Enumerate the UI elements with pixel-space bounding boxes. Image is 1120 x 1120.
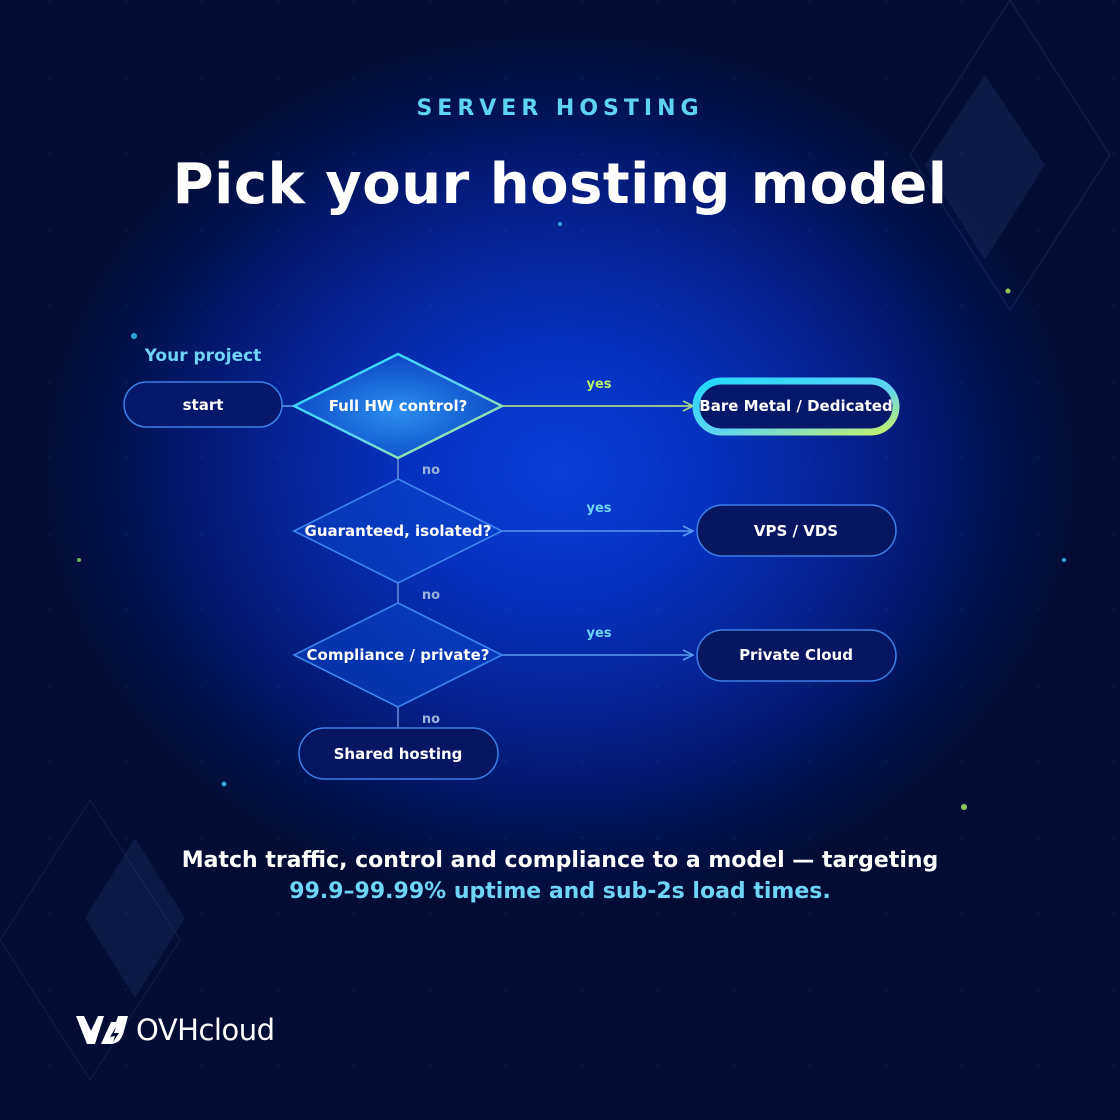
- brand-wordmark: OVHcloud: [136, 1013, 275, 1047]
- decision-question-3: Compliance / private?: [307, 646, 490, 664]
- no-label-3: no: [422, 712, 440, 727]
- caption-line-1: Match traffic, control and compliance to…: [181, 848, 939, 873]
- no-label-2: no: [422, 588, 440, 603]
- no-label-1: no: [422, 463, 440, 478]
- decision-question-2: Guaranteed, isolated?: [305, 522, 492, 540]
- decision-diamond-3: [292, 602, 504, 708]
- fallback-node: [298, 727, 499, 780]
- outcome-node-1: [692, 377, 900, 436]
- decision-question-1: Full HW control?: [329, 397, 468, 415]
- start-label: Your project: [144, 346, 262, 366]
- start-node: [123, 381, 283, 428]
- yes-label-2: yes: [586, 501, 611, 516]
- brand-logo: OVHcloud: [74, 1012, 275, 1048]
- yes-label-3: yes: [586, 626, 611, 641]
- yes-label-1: yes: [586, 377, 611, 392]
- caption-line-2: 99.9–99.99% uptime and sub-2s load times…: [289, 879, 831, 904]
- start-node-label: start: [183, 396, 224, 414]
- outcome-label-1: Bare Metal / Dedicated: [699, 397, 892, 415]
- outcome-node-2: [696, 504, 897, 557]
- eyebrow-label: SERVER HOSTING: [416, 96, 704, 121]
- ovhcloud-logo-icon: [76, 1016, 128, 1044]
- caption: Match traffic, control and compliance to…: [0, 845, 1120, 907]
- outcome-label-2: VPS / VDS: [754, 522, 838, 540]
- fallback-label: Shared hosting: [334, 745, 463, 763]
- decision-diamond-2: [292, 478, 504, 584]
- outcome-label-3: Private Cloud: [739, 646, 853, 664]
- decision-diamond-1: [291, 352, 505, 460]
- outcome-node-3: [696, 629, 897, 682]
- page-title: Pick your hosting model: [172, 152, 948, 217]
